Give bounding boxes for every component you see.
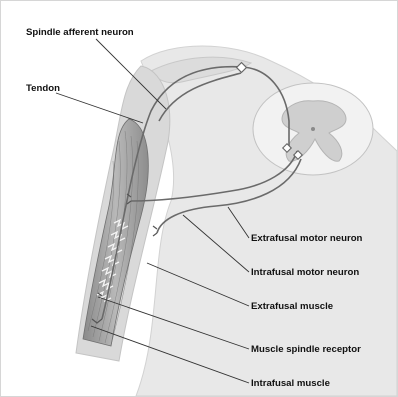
- label-tendon: Tendon: [26, 83, 60, 94]
- label-intrafusal-muscle: Intrafusal muscle: [251, 378, 330, 389]
- label-muscle-spindle-receptor: Muscle spindle receptor: [251, 344, 361, 355]
- label-spindle-afferent-neuron: Spindle afferent neuron: [26, 27, 134, 38]
- motor-end-plate: [153, 226, 157, 236]
- label-intrafusal-motor-neuron: Intrafusal motor neuron: [251, 267, 359, 278]
- central-canal: [311, 127, 315, 131]
- label-extrafusal-muscle: Extrafusal muscle: [251, 301, 333, 312]
- label-extrafusal-motor-neuron: Extrafusal motor neuron: [251, 233, 362, 244]
